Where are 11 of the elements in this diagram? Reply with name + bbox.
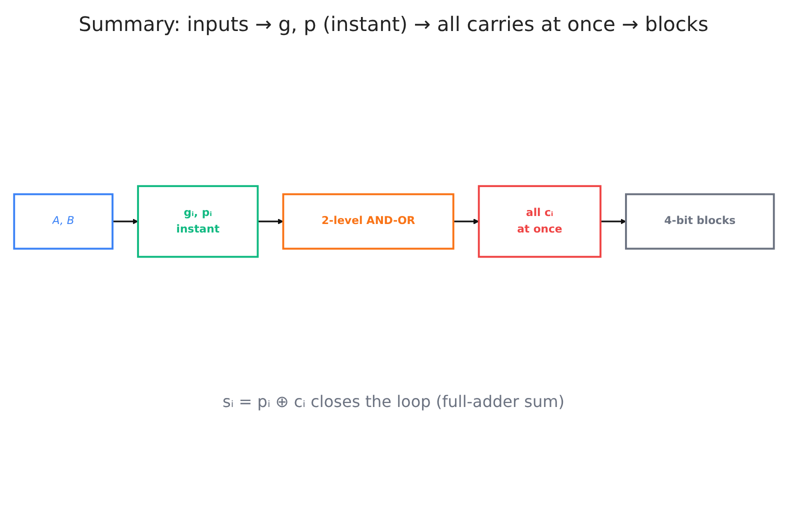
note-text: sᵢ = pᵢ ⊕ cᵢ closes the loop (full-adder sum) — [222, 392, 564, 411]
arrow — [112, 218, 138, 224]
node-box: 4-bit blocks — [624, 192, 774, 250]
node-box: gᵢ, pᵢ instant — [136, 184, 258, 258]
arrow — [257, 218, 283, 224]
node-box: all cᵢ at once — [477, 184, 601, 258]
arrow — [452, 218, 479, 224]
node-box: A, B — [12, 192, 113, 250]
arrow — [600, 218, 626, 224]
node-box: 2-level AND-OR — [282, 192, 454, 250]
diagram-title: Summary: inputs → g, p (instant) → all carries at once → blocks — [78, 12, 708, 36]
